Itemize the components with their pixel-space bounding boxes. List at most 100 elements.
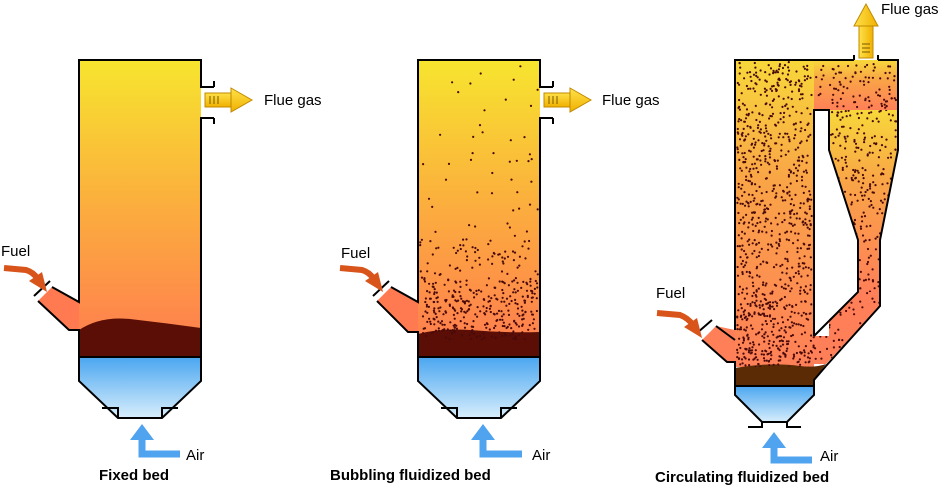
particle-dot (739, 256, 742, 259)
particle-dot (850, 178, 854, 181)
particle-dot (754, 224, 757, 227)
particle-dot (778, 240, 782, 243)
particle-dot (849, 114, 852, 117)
particle-dot (800, 314, 803, 317)
particle-dot (886, 279, 889, 282)
particle-dot (763, 293, 766, 296)
particle-dot (817, 94, 820, 97)
particle-dot (523, 136, 526, 139)
particle-dot (834, 332, 837, 335)
particle-dot (842, 105, 845, 108)
particle-dot (801, 160, 804, 163)
particle-dot (764, 90, 767, 93)
particle-dot (513, 251, 517, 254)
particle-dot (883, 98, 886, 101)
particle-dot (736, 348, 739, 351)
particle-dot (738, 105, 741, 108)
particle-dot (806, 198, 809, 201)
particle-dot (788, 210, 792, 213)
particle-dot (529, 104, 533, 107)
particle-dot (444, 178, 448, 181)
particle-dot (792, 172, 795, 175)
particle-dot (535, 297, 538, 300)
particle-dot (783, 64, 787, 67)
particle-dot (859, 287, 862, 290)
particle-dot (894, 271, 897, 275)
particle-dot (804, 285, 808, 288)
particle-dot (465, 279, 468, 282)
particle-dot (794, 122, 798, 125)
particle-dot (771, 292, 774, 295)
particle-dot (759, 221, 762, 224)
particle-dot (424, 310, 427, 313)
particle-dot (737, 343, 741, 346)
particle-dot (753, 197, 756, 200)
particle-dot (742, 337, 746, 340)
particle-dot (745, 318, 748, 322)
particle-dot (890, 196, 894, 200)
particle-dot (810, 93, 813, 97)
particle-dot (736, 328, 739, 331)
particle-dot (869, 224, 872, 227)
particle-dot (837, 159, 840, 162)
particle-dot (852, 308, 855, 311)
bed-particles (419, 65, 539, 341)
particle-dot (778, 335, 782, 338)
particle-dot (845, 165, 848, 168)
particle-dot (778, 184, 782, 187)
particle-dot (862, 80, 865, 83)
particle-dot (442, 313, 445, 316)
particle-dot (785, 349, 788, 353)
flue-gas-arrow (204, 87, 254, 113)
particle-dot (768, 170, 772, 173)
particle-dot (755, 83, 758, 86)
particle-dot (854, 71, 857, 74)
duct-particles (815, 63, 898, 109)
flue-gas-label: Flue gas (881, 1, 939, 18)
particle-dot (797, 345, 800, 348)
particle-dot (806, 234, 810, 237)
particle-dot (841, 294, 844, 297)
particle-dot (850, 201, 854, 204)
flue-gas-label: Flue gas (602, 92, 660, 109)
particle-dot (786, 318, 790, 321)
particle-dot (781, 199, 785, 202)
particle-dot (736, 351, 739, 354)
particle-dot (857, 336, 860, 339)
particle-dot (501, 324, 504, 328)
particle-dot (838, 217, 841, 220)
particle-dot (509, 295, 512, 298)
particle-dot (840, 110, 843, 113)
particle-dot (765, 139, 768, 142)
particle-dot (527, 328, 530, 331)
particle-dot (747, 221, 751, 224)
particle-dot (767, 243, 770, 246)
particle-dot (488, 328, 491, 331)
particle-dot (503, 325, 506, 328)
particle-dot (743, 249, 746, 253)
particle-dot (781, 72, 784, 75)
particle-dot (762, 357, 766, 360)
particle-dot (808, 243, 812, 246)
particle-dot (786, 132, 789, 135)
particle-dot (883, 192, 886, 195)
particle-dot (775, 284, 778, 287)
particle-dot (515, 159, 518, 162)
particle-dot (474, 251, 477, 254)
particle-dot (832, 216, 836, 219)
particle-dot (525, 289, 529, 292)
particle-dot (843, 135, 846, 138)
particle-dot (469, 337, 472, 340)
particle-dot (769, 103, 772, 106)
particle-dot (839, 97, 843, 100)
particle-dot (819, 92, 822, 95)
particle-dot (477, 289, 480, 292)
particle-dot (747, 87, 750, 90)
particle-dot (743, 204, 747, 207)
particle-dot (529, 280, 532, 283)
particle-dot (888, 92, 891, 96)
particle-dot (747, 349, 751, 352)
particle-dot (479, 335, 482, 338)
particle-dot (859, 300, 862, 303)
particle-dot (749, 200, 752, 203)
